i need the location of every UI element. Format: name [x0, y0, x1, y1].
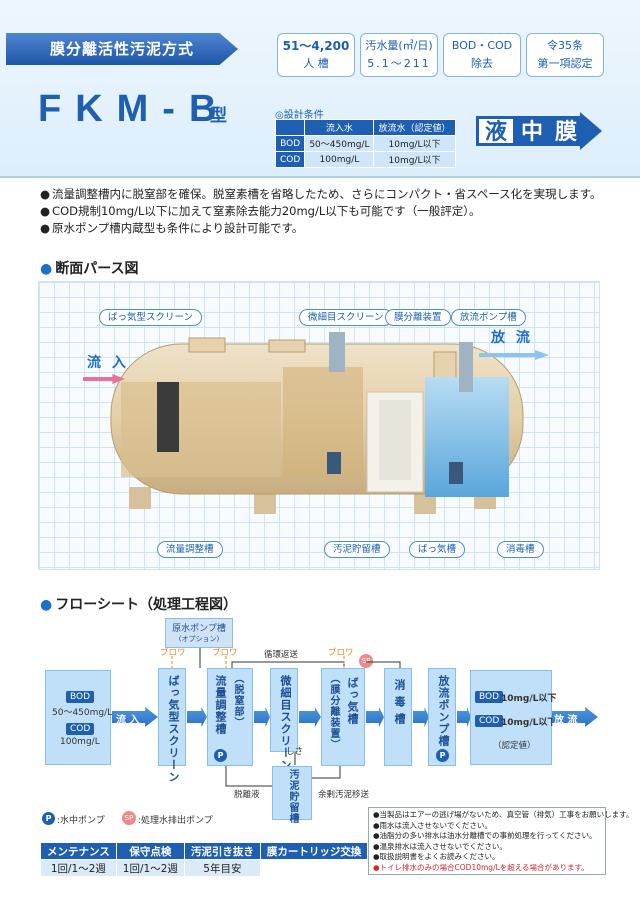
label-fine-screen: 微細目スクリーン	[299, 309, 393, 326]
table-row: 1回/1〜2週 1回/1〜2週 5年目安	[40, 859, 368, 877]
recirc-label: 循環返送	[264, 650, 299, 660]
influent-quality-box: BOD 50〜450mg/L COD 100mg/L	[45, 670, 112, 765]
maintenance-table: メンテナンス 保守点検 汚泥引き抜き 膜カートリッジ交換 1回/1〜2週 1回/…	[40, 842, 369, 877]
col-raw: 流入水	[304, 119, 375, 136]
blower-3: ブロワ	[328, 648, 354, 658]
table-row: COD 100mg/L 10mg/L以下	[274, 151, 456, 168]
outflow-label: 放 流	[491, 330, 533, 346]
svg-text:液: 液	[485, 119, 507, 145]
list-item: 雨水は流入させないでください。	[373, 821, 601, 832]
spec-capacity: 51〜4,200 人 槽	[277, 33, 355, 77]
legend-pump-icon: P	[42, 812, 55, 825]
disinfection-box: 消毒槽	[384, 668, 412, 766]
caution-notes: 当製品はエアーの逃げ場がないため、真空管（排気）工事をお願いします。 雨水は流入…	[368, 807, 634, 875]
feature-list: 流量調整槽内に脱窒部を確保。脱窒素槽を省略したため、さらにコンパクト・省スペース…	[40, 186, 630, 237]
sludge-tank-box: 汚泥貯留槽	[272, 766, 312, 824]
design-conditions-table: 流入水 放流水（認定値） BOD 50〜450mg/L 10mg/L以下 COD…	[274, 119, 456, 168]
legend-pump: :水中ポンプ	[57, 816, 105, 826]
design-conditions-title: ◎設計条件	[275, 110, 324, 121]
list-item: トイレ排水のみの場合COD10mg/Lを超える場合があります。	[373, 863, 601, 874]
list-item: 油脂分の多い排水は油水分離槽での事前処理を行ってください。	[373, 831, 601, 842]
method-tab: 膜分離活性汚泥方式	[6, 33, 238, 65]
inflow-label: 流 入	[87, 355, 129, 371]
label-membrane-unit: 膜分離装置	[385, 309, 451, 326]
list-item: 原水ポンプ槽内蔵型も条件により設計可能です。	[40, 220, 630, 237]
spec-certification: 令35条 第一項認定	[526, 33, 604, 77]
sp-symbol: SP	[359, 654, 373, 668]
discharge-pump-box: 放流ポンプ槽 P	[428, 668, 456, 766]
label-discharge-pump: 放流ポンプ槽	[451, 309, 526, 326]
label-aeration-screen: ばっ気型スクリーン	[99, 309, 203, 326]
label-sludge-tank: 汚泥貯留槽	[324, 541, 390, 558]
spec-volume: 汚水量(㎥/日) 5.1〜211	[360, 33, 438, 77]
model-title: FKM-B	[38, 88, 231, 130]
list-item: 温泉排水は流入させないでください。	[373, 842, 601, 853]
blower-1: ブロワ	[160, 648, 186, 658]
legend-sp: :処理水排出ポンプ	[138, 816, 213, 826]
svg-text:膜: 膜	[555, 120, 577, 145]
svg-text:中: 中	[521, 120, 543, 145]
fine-screen-box: 微細目スクリーン	[270, 668, 298, 771]
inflow-arrow	[83, 374, 125, 384]
maintenance-label: メンテナンス	[40, 842, 117, 860]
cross-section-title: ●断面パース図	[40, 261, 139, 277]
liquid-membrane-logo: 液 中 膜	[476, 112, 602, 150]
raw-pump-tank: 原水ポンプ槽 (オプション)	[165, 618, 233, 648]
model-suffix: 型	[210, 106, 227, 126]
list-item: 流量調整槽内に脱窒部を確保。脱窒素槽を省略したため、さらにコンパクト・省スペース…	[40, 186, 630, 203]
blower-2: ブロワ	[212, 648, 238, 658]
outflow-arrow-2	[552, 707, 598, 727]
spec-removal: BOD・COD 除去	[443, 33, 521, 77]
flow-adjust-box: 流量調整槽 （脱窒部） P	[207, 668, 253, 766]
list-item: 取扱説明書をよくお読みください。	[373, 852, 601, 863]
flow-sheet-title: ●フローシート（処理工程図）	[40, 597, 237, 613]
tank-illustration	[110, 332, 524, 514]
effluent-quality-box: BOD 10mg/L以下 COD 10mg/L以下 （認定値）	[470, 670, 556, 765]
col-treated: 放流水（認定値）	[373, 119, 456, 136]
aeration-tank-box: ばっ気槽 （膜分離装置）	[321, 668, 365, 766]
cross-section-diagram: ばっ気型スクリーン 微細目スクリーン 膜分離装置 放流ポンプ槽 流量調整槽 汚泥…	[38, 281, 600, 570]
label-disinfection: 消毒槽	[497, 541, 544, 558]
label-aeration-tank: ばっ気槽	[409, 541, 466, 558]
list-item: 当製品はエアーの逃げ場がないため、真空管（排気）工事をお願いします。	[373, 810, 634, 821]
list-item: COD規制10mg/L以下に加えて窒素除去能力20mg/L以下も可能です（一般評…	[40, 203, 630, 220]
aeration-screen-box: ばっ気型スクリーン	[158, 668, 186, 783]
label-flow-adjust: 流量調整槽	[157, 541, 223, 558]
outflow-arrow	[479, 350, 549, 360]
legend-sp-icon: SP	[122, 811, 136, 825]
table-row: BOD 50〜450mg/L 10mg/L以下	[274, 135, 456, 152]
inflow-arrow-2	[112, 707, 158, 727]
